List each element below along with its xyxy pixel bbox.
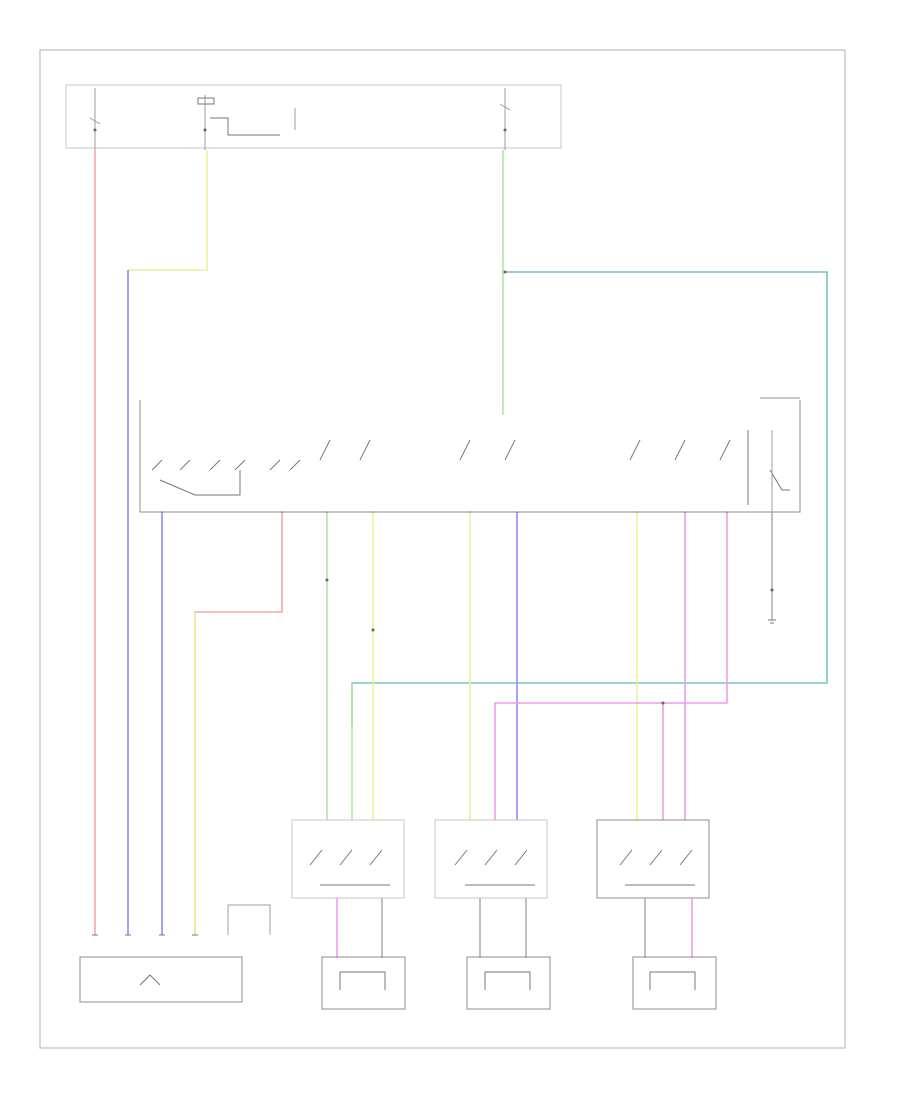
- fuse-panel: [65, 84, 562, 150]
- power-feed-wires: [94, 150, 504, 935]
- teal-circuit-wire: [351, 271, 828, 725]
- master-window-switch: [139, 397, 801, 513]
- switch-output-wires: [161, 512, 773, 935]
- splice-dots: [93, 128, 774, 705]
- window-switch-boxes: [291, 819, 710, 899]
- ground-symbol: [768, 619, 776, 624]
- connector-pins: [92, 511, 729, 936]
- motor-ground-wire: [227, 904, 271, 935]
- window-motors: [79, 956, 717, 1010]
- diagram-frame: [39, 49, 846, 1049]
- motor-wires: [336, 898, 693, 958]
